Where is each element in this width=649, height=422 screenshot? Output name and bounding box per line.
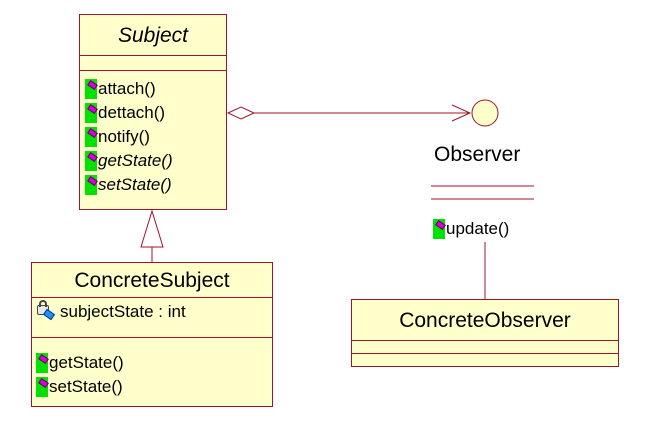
operation-attach: attach()	[85, 77, 226, 101]
operation-icon	[85, 79, 97, 99]
private-attribute-icon	[36, 300, 58, 322]
operation-label: dettach()	[98, 103, 166, 122]
subject-attributes-compartment	[80, 56, 226, 71]
class-concrete-observer-title: ConcreteObserver	[352, 300, 618, 341]
class-subject-title: Subject	[80, 15, 226, 56]
concrete-subject-attributes-compartment: subjectState : int	[32, 298, 272, 338]
operation-label: update()	[446, 219, 510, 238]
class-subject[interactable]: Subject attach() dettach() notify() getS…	[79, 14, 227, 210]
operation-label: notify()	[98, 127, 150, 146]
operation-get-state: getState()	[85, 149, 226, 173]
operation-label: setState()	[49, 377, 123, 396]
subject-operations-compartment: attach() dettach() notify() getState() s…	[80, 71, 226, 197]
observer-interface-circle	[471, 99, 499, 127]
operation-icon	[36, 377, 48, 397]
operation-label: attach()	[98, 79, 156, 98]
operation-update: update()	[433, 217, 509, 241]
operation-icon	[85, 175, 97, 195]
operation-icon	[85, 103, 97, 123]
aggregation-arrowhead	[451, 104, 472, 122]
attribute-label: subjectState : int	[60, 302, 186, 321]
attribute-subject-state: subjectState : int	[36, 300, 272, 324]
concrete-subject-operations-compartment: getState() setState()	[32, 338, 272, 399]
operation-set-state: setState()	[85, 173, 226, 197]
operation-icon	[36, 353, 48, 373]
operation-icon	[85, 127, 97, 147]
operation-label: getState()	[49, 353, 124, 372]
observer-interface-name[interactable]: Observer	[434, 143, 521, 166]
operation-notify: notify()	[85, 125, 226, 149]
class-concrete-subject[interactable]: ConcreteSubject subjectState : int getSt…	[31, 262, 273, 407]
aggregation-diamond	[226, 106, 256, 120]
operation-icon	[85, 151, 97, 171]
concrete-observer-attributes-compartment	[352, 341, 618, 354]
operation-icon	[433, 219, 445, 239]
operation-get-state: getState()	[36, 351, 272, 375]
generalization-triangle	[140, 209, 164, 248]
operation-label: getState()	[98, 151, 173, 170]
class-concrete-subject-title: ConcreteSubject	[32, 263, 272, 298]
class-concrete-observer[interactable]: ConcreteObserver	[351, 299, 619, 367]
operation-set-state: setState()	[36, 375, 272, 399]
concrete-observer-operations-compartment	[352, 354, 618, 366]
operation-dettach: dettach()	[85, 101, 226, 125]
operation-label: setState()	[98, 175, 172, 194]
